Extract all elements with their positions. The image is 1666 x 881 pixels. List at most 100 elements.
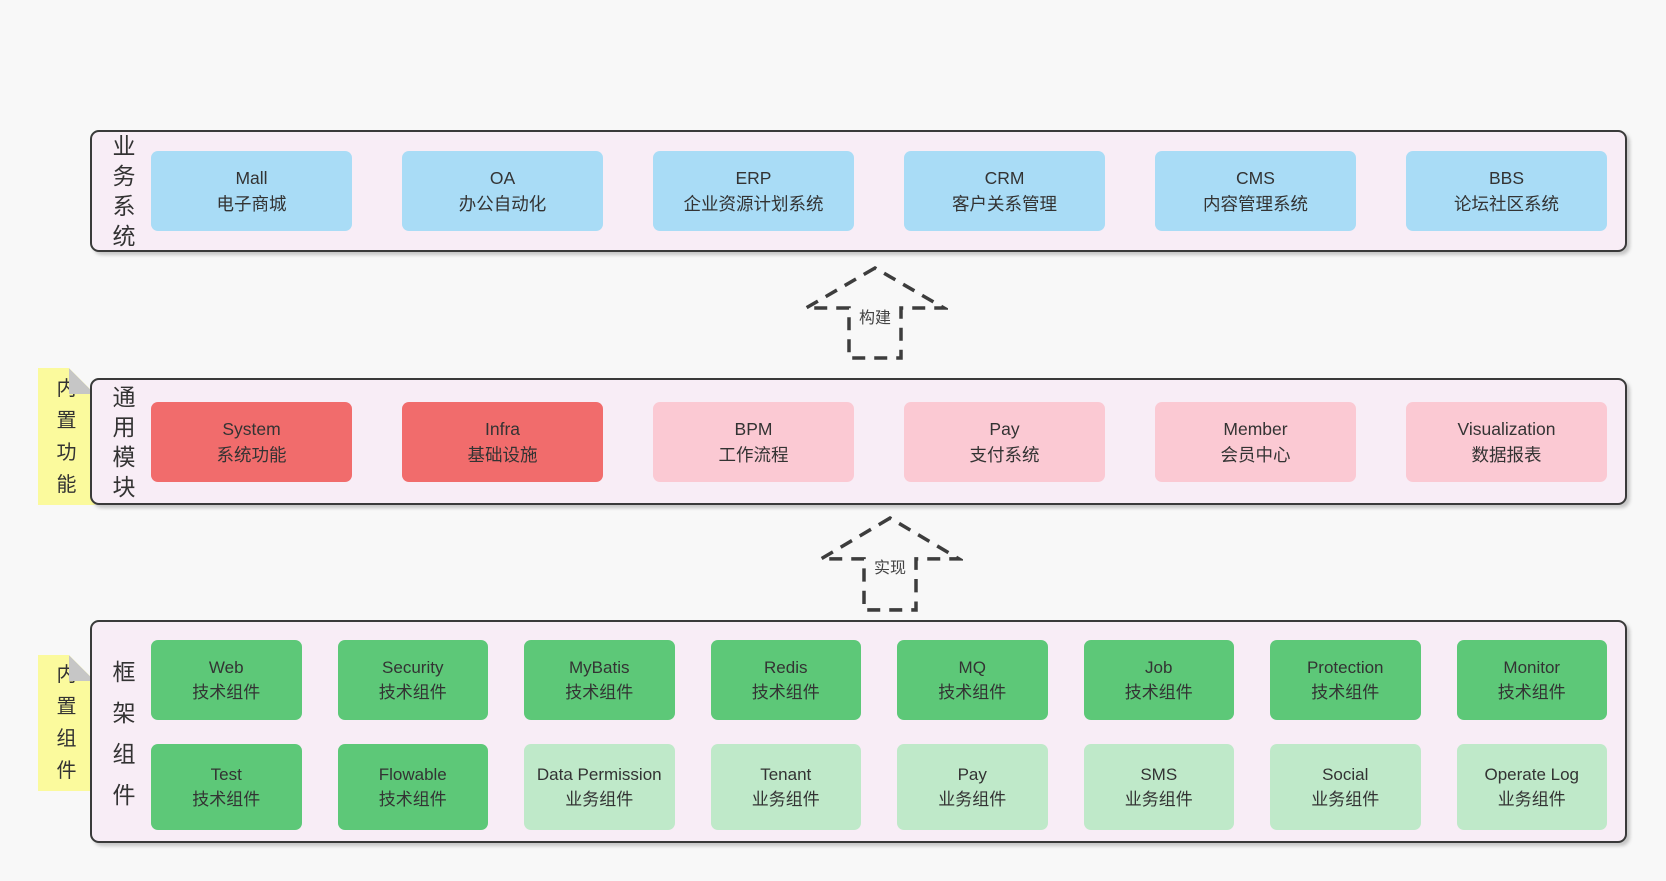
- box-sms-业务组件: SMS 业务组件: [1083, 744, 1234, 830]
- box-title: System: [222, 418, 281, 439]
- box-subtitle: 基础设施: [467, 444, 538, 465]
- box-subtitle: 内容管理系统: [1203, 194, 1308, 214]
- box-subtitle: 业务组件: [1311, 790, 1380, 809]
- box-test-技术组件: Test 技术组件: [151, 744, 302, 830]
- box-pay-业务组件: Pay 业务组件: [897, 744, 1048, 830]
- box-subtitle: 工作流程: [718, 444, 789, 465]
- box-subtitle: 技术组件: [1124, 683, 1193, 702]
- box-flowable-技术组件: Flowable 技术组件: [337, 744, 488, 830]
- box-social-业务组件: Social 业务组件: [1270, 744, 1421, 830]
- box-crm-客户关系管理: CRM 客户关系管理: [904, 151, 1105, 231]
- box-infra-基础设施: Infra 基础设施: [402, 401, 603, 482]
- box-system-系统功能: System 系统功能: [151, 401, 352, 482]
- box-subtitle: 技术组件: [938, 683, 1007, 702]
- box-subtitle: 业务组件: [751, 790, 820, 809]
- box-title: Redis: [764, 658, 808, 677]
- box-subtitle: 论坛社区系统: [1454, 194, 1559, 214]
- box-title: Social: [1322, 765, 1369, 784]
- box-operate-log-业务组件: Operate Log 业务组件: [1456, 744, 1607, 830]
- implement-arrow-label: 实现: [871, 554, 909, 578]
- box-title: Job: [1145, 658, 1173, 677]
- box-title: Infra: [484, 418, 521, 439]
- box-web-技术组件: Web 技术组件: [151, 640, 302, 720]
- box-subtitle: 业务组件: [1124, 790, 1193, 809]
- box-monitor-技术组件: Monitor 技术组件: [1456, 640, 1607, 720]
- box-subtitle: 技术组件: [751, 683, 820, 702]
- box-subtitle: 技术组件: [192, 790, 261, 809]
- box-subtitle: 支付系统: [969, 444, 1040, 465]
- box-subtitle: 技术组件: [1497, 683, 1566, 702]
- box-subtitle: 数据报表: [1471, 444, 1542, 465]
- common-modules-section: 通用模块 System 系统功能 Infra 基础设施 BPM 工作流程 Pay 支付系统 Me…: [90, 378, 1627, 505]
- box-erp-企业资源计划系统: ERP 企业资源计划系统: [653, 151, 854, 231]
- box-title: OA: [489, 168, 516, 188]
- box-subtitle: 技术组件: [565, 683, 634, 702]
- box-subtitle: 系统功能: [216, 444, 287, 465]
- box-job-技术组件: Job 技术组件: [1083, 640, 1234, 720]
- dashed-up-arrow-icon: [817, 516, 963, 612]
- box-bbs-论坛社区系统: BBS 论坛社区系统: [1406, 151, 1607, 231]
- box-member-会员中心: Member 会员中心: [1155, 401, 1356, 482]
- box-title: Pay: [989, 418, 1020, 439]
- box-title: Flowable: [378, 765, 447, 784]
- box-mq-技术组件: MQ 技术组件: [897, 640, 1048, 720]
- builtin-features-note-text: 内置功能: [56, 377, 77, 496]
- box-redis-技术组件: Redis 技术组件: [710, 640, 861, 720]
- box-title: Visualization: [1457, 418, 1556, 439]
- box-title: ERP: [735, 168, 772, 188]
- box-title: Member: [1223, 418, 1288, 439]
- box-pay-支付系统: Pay 支付系统: [904, 401, 1105, 482]
- box-subtitle: 企业资源计划系统: [683, 194, 824, 214]
- box-subtitle: 技术组件: [192, 683, 261, 702]
- box-title: Security: [382, 658, 444, 677]
- box-subtitle: 技术组件: [378, 683, 447, 702]
- box-title: BBS: [1488, 168, 1525, 188]
- business-systems-section-label: 业务系统: [112, 133, 136, 249]
- build-arrow-label: 构建: [856, 304, 894, 328]
- common-modules-section-label: 通用模块: [112, 383, 136, 500]
- box-title: Web: [208, 658, 244, 677]
- box-tenant-业务组件: Tenant 业务组件: [710, 744, 861, 830]
- box-title: MQ: [958, 658, 986, 677]
- box-subtitle: 电子商城: [216, 194, 287, 214]
- box-title: Pay: [957, 765, 987, 784]
- box-title: Test: [210, 765, 242, 784]
- box-mall-电子商城: Mall 电子商城: [151, 151, 352, 231]
- box-title: Data Permission: [536, 765, 662, 784]
- box-title: Operate Log: [1484, 765, 1579, 784]
- dashed-up-arrow-icon: [802, 265, 948, 360]
- box-subtitle: 业务组件: [938, 790, 1007, 809]
- box-title: BPM: [734, 418, 773, 439]
- implement-arrow: 实现: [817, 514, 963, 614]
- builtin-features-note: 内置功能: [38, 368, 95, 505]
- box-subtitle: 业务组件: [565, 790, 634, 809]
- builtin-components-note: 内置组件: [38, 655, 95, 791]
- box-subtitle: 客户关系管理: [952, 194, 1057, 214]
- box-title: Mall: [235, 168, 268, 188]
- box-security-技术组件: Security 技术组件: [337, 640, 488, 720]
- box-subtitle: 技术组件: [1311, 683, 1380, 702]
- box-title: MyBatis: [569, 658, 630, 677]
- box-visualization-数据报表: Visualization 数据报表: [1406, 401, 1607, 482]
- build-arrow: 构建: [802, 264, 948, 362]
- box-title: Monitor: [1503, 658, 1561, 677]
- box-bpm-工作流程: BPM 工作流程: [653, 401, 854, 482]
- box-subtitle: 技术组件: [378, 790, 447, 809]
- box-data-permission-业务组件: Data Permission 业务组件: [524, 744, 675, 830]
- box-title: SMS: [1140, 765, 1178, 784]
- box-subtitle: 业务组件: [1497, 790, 1566, 809]
- box-subtitle: 会员中心: [1220, 444, 1291, 465]
- common-modules-boxes: System 系统功能 Infra 基础设施 BPM 工作流程 Pay 支付系统 Member 会…: [151, 401, 1607, 482]
- framework-components-section-label: 框架组件: [112, 659, 136, 808]
- box-protection-技术组件: Protection 技术组件: [1270, 640, 1421, 720]
- box-title: CRM: [984, 168, 1025, 188]
- box-title: Protection: [1306, 658, 1384, 677]
- box-title: Tenant: [760, 765, 812, 784]
